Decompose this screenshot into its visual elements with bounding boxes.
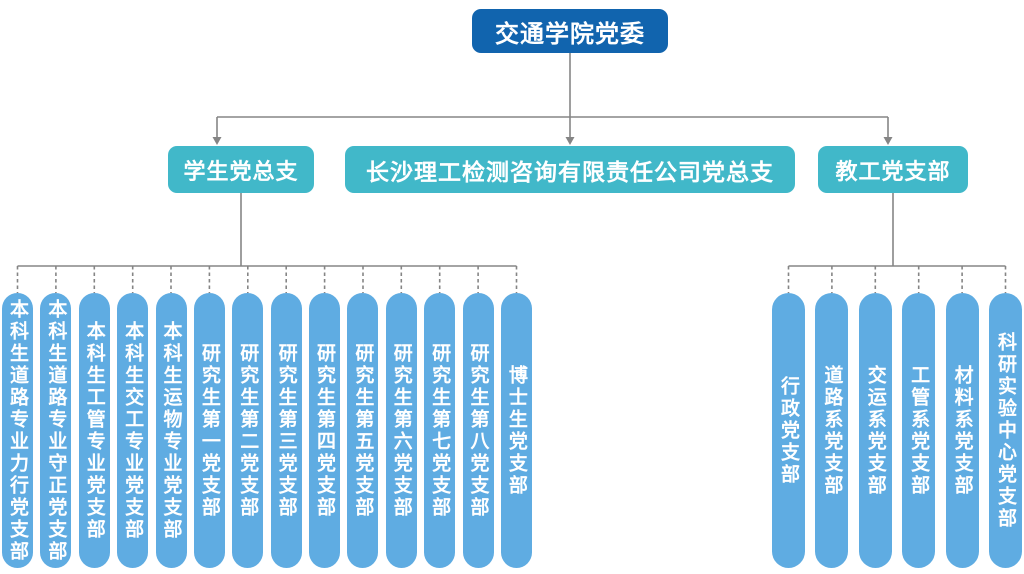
branch-label: 研究生第二党支部 <box>237 342 260 519</box>
org-node-staff-branch: 教工党支部 <box>818 146 968 193</box>
org-node-branch: 科研实验中心党支部 <box>988 293 1022 568</box>
branch-label: 本科生交工专业党支部 <box>122 320 145 541</box>
org-node-branch: 研究生第二党支部 <box>232 293 264 568</box>
branch-label: 研究生第六党支部 <box>390 342 413 519</box>
org-node-branch: 本科生道路专业守正党支部 <box>40 293 72 568</box>
org-node-branch: 研究生第五党支部 <box>347 293 379 568</box>
branch-label: 研究生第四党支部 <box>314 342 336 519</box>
branch-label: 研究生第一党支部 <box>198 342 221 519</box>
org-node-branch: 本科生道路专业力行党支部 <box>2 293 33 568</box>
branch-label: 本科生工管专业党支部 <box>83 320 106 541</box>
branch-label: 科研实验中心党支部 <box>994 331 1017 530</box>
branch-label: 交运系党支部 <box>864 364 887 497</box>
org-node-company-general-branch: 长沙理工检测咨询有限责任公司党总支 <box>345 146 795 193</box>
staff-branch-group: 行政党支部 道路系党支部 交运系党支部 工管系党支部 材料系党支部 科研实验中心… <box>772 293 1022 568</box>
org-node-branch: 材料系党支部 <box>945 293 979 568</box>
org-node-label: 教工党支部 <box>835 159 951 185</box>
org-node-branch: 研究生第六党支部 <box>385 293 417 568</box>
branch-label: 本科生道路专业守正党支部 <box>45 298 68 563</box>
org-node-branch: 行政党支部 <box>772 293 805 568</box>
branch-label: 材料系党支部 <box>951 364 974 497</box>
org-node-branch: 研究生第三党支部 <box>270 293 302 568</box>
org-node-label: 学生党总支 <box>183 159 299 185</box>
org-node-branch: 博士生党支部 <box>500 293 532 568</box>
org-node-branch: 道路系党支部 <box>815 293 849 568</box>
org-node-root-label: 交通学院党委 <box>495 19 645 48</box>
branch-label: 道路系党支部 <box>821 364 844 497</box>
org-node-branch: 研究生第八党支部 <box>462 293 494 568</box>
org-node-label: 长沙理工检测咨询有限责任公司党总支 <box>366 159 774 186</box>
branch-label: 本科生运物专业党支部 <box>160 320 183 541</box>
org-node-branch: 交运系党支部 <box>858 293 892 568</box>
student-branch-group: 本科生道路专业力行党支部 本科生道路专业守正党支部 本科生工管专业党支部 本科生… <box>2 293 532 568</box>
branch-label: 研究生第八党支部 <box>467 342 490 519</box>
branch-label: 研究生第五党支部 <box>352 342 375 519</box>
org-node-branch: 工管系党支部 <box>902 293 936 568</box>
org-node-branch: 本科生运物专业党支部 <box>155 293 187 568</box>
org-node-student-general-branch: 学生党总支 <box>168 146 314 193</box>
branch-label: 博士生党支部 <box>505 364 528 497</box>
org-node-root: 交通学院党委 <box>472 9 668 53</box>
branch-label: 本科生道路专业力行党支部 <box>7 298 29 563</box>
org-node-branch: 本科生工管专业党支部 <box>78 293 110 568</box>
branch-label: 研究生第七党支部 <box>429 342 452 519</box>
branch-label: 工管系党支部 <box>908 364 931 497</box>
branch-label: 研究生第三党支部 <box>275 342 298 519</box>
org-node-branch: 研究生第七党支部 <box>424 293 456 568</box>
branch-label: 行政党支部 <box>778 375 800 486</box>
org-node-branch: 研究生第四党支部 <box>309 293 340 568</box>
org-node-branch: 研究生第一党支部 <box>193 293 225 568</box>
org-node-branch: 本科生交工专业党支部 <box>117 293 149 568</box>
